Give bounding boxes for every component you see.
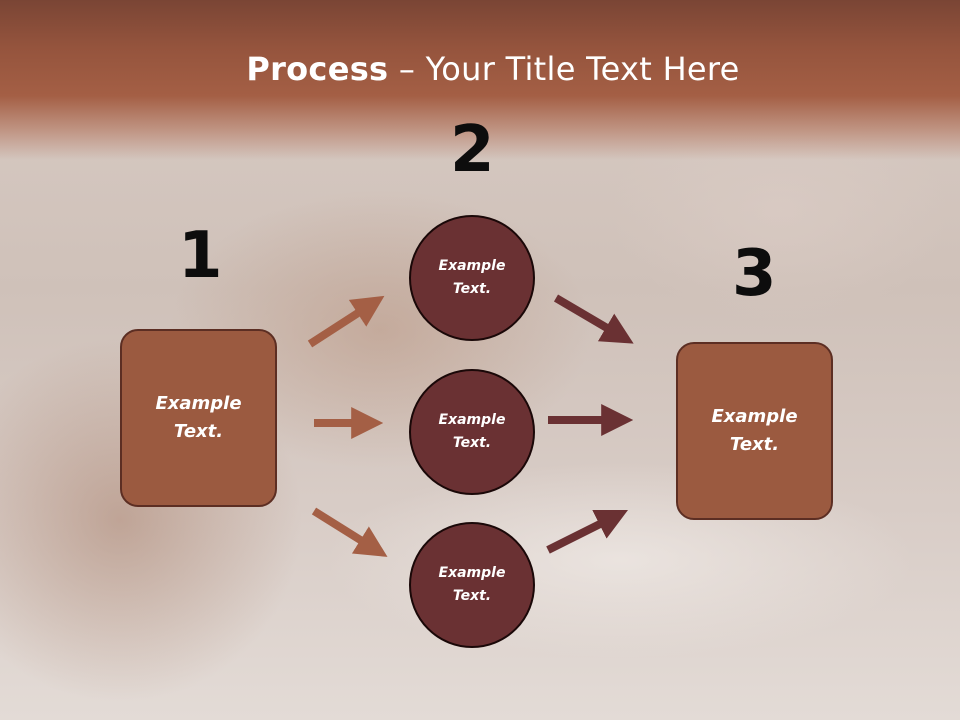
step-number-1: 1: [178, 219, 223, 293]
title-rest: – Your Title Text Here: [388, 50, 740, 88]
circle-bottom[interactable]: Example Text.: [409, 522, 535, 648]
circle-middle-text: Example Text.: [438, 411, 506, 451]
circle-top-text: Example Text.: [438, 257, 506, 297]
arrow-in-bottom: [311, 507, 388, 557]
arrow-out-top: [553, 294, 634, 344]
step-number-2: 2: [450, 113, 495, 187]
header-band: [0, 0, 960, 160]
slide-title[interactable]: Process – Your Title Text Here: [0, 50, 960, 88]
step-box-1-text: Example Text.: [155, 393, 242, 442]
circle-bottom-text: Example Text.: [438, 564, 506, 604]
circle-top[interactable]: Example Text.: [409, 215, 535, 341]
step-box-3-text: Example Text.: [711, 406, 798, 455]
step-box-3[interactable]: Example Text.: [676, 342, 833, 520]
step-box-1[interactable]: Example Text.: [120, 329, 277, 507]
arrow-in-top: [307, 295, 385, 348]
step-number-3: 3: [732, 237, 777, 311]
title-bold: Process: [246, 50, 389, 88]
arrow-out-bottom: [546, 509, 629, 554]
circle-middle[interactable]: Example Text.: [409, 369, 535, 495]
